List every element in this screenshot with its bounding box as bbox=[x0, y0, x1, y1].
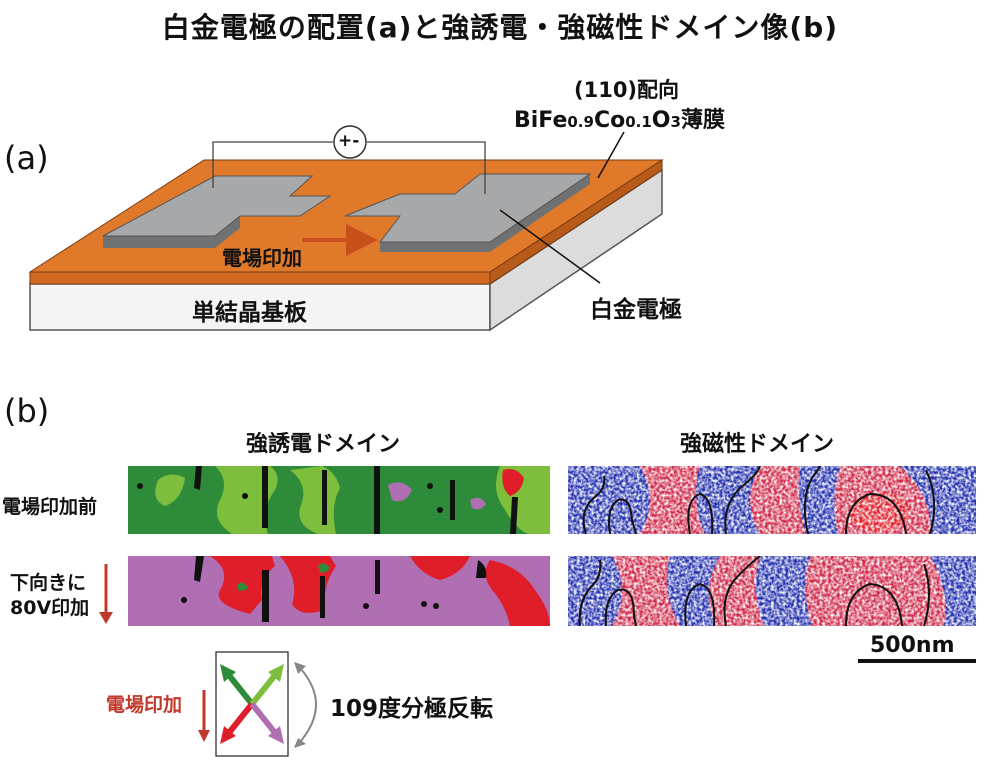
applied-field-arrow-icon bbox=[99, 564, 113, 624]
film-leader-line bbox=[597, 131, 625, 179]
film-formula-part: Co bbox=[593, 108, 626, 133]
panel-b-label: (b) bbox=[4, 392, 50, 430]
panel-a-label: (a) bbox=[4, 139, 49, 177]
substrate-label: 単結晶基板 bbox=[192, 300, 307, 326]
legend-field-label: 電場印加 bbox=[106, 694, 183, 716]
wire-left bbox=[212, 141, 333, 188]
electrode-label: 白金電極 bbox=[590, 297, 682, 323]
film-formula-part: 薄膜 bbox=[680, 108, 725, 133]
ferromagnetic-after-image bbox=[568, 556, 976, 626]
right-electrode-front bbox=[380, 242, 490, 252]
wire-right bbox=[367, 141, 486, 194]
ferromagnetic-before-image bbox=[568, 466, 976, 534]
electrode-leader-line bbox=[499, 209, 601, 284]
row-after-label-line2: 80V印加 bbox=[10, 597, 90, 619]
polarization-legend bbox=[198, 651, 317, 757]
left-electrode bbox=[102, 175, 332, 237]
voltage-source-icon bbox=[333, 125, 367, 159]
page-title: 白金電極の配置(a)と強誘電・強磁性ドメイン像(b) bbox=[161, 11, 839, 44]
field-label: 電場印加 bbox=[222, 246, 302, 270]
right-electrode bbox=[344, 173, 592, 243]
film-formula-subscript: 3 bbox=[670, 113, 681, 131]
row-after-label-line1: 下向きに bbox=[10, 572, 87, 594]
legend-switch-label: 109度分極反転 bbox=[330, 696, 494, 722]
scale-bar-label: 500nm bbox=[870, 633, 955, 658]
legend-field-arrow-icon bbox=[198, 690, 210, 742]
film-formula-subscript: 0.1 bbox=[625, 113, 652, 131]
film-side bbox=[489, 159, 663, 285]
film-formula-part: BiFe bbox=[514, 108, 568, 133]
legend-arrow-green-light-icon bbox=[249, 664, 284, 706]
ferroelectric-before-image bbox=[128, 466, 550, 534]
left-electrode-front2 bbox=[215, 216, 240, 248]
col-ferromagnetic: 強磁性ドメイン bbox=[680, 432, 835, 457]
film-label-line2: BiFe0.9Co0.1O3薄膜 bbox=[514, 102, 725, 134]
legend-arrow-red-icon bbox=[220, 702, 255, 744]
rotation-arrow-icon bbox=[294, 662, 317, 748]
row-before-label: 電場印加前 bbox=[2, 496, 98, 518]
col-ferroelectric: 強誘電ドメイン bbox=[246, 432, 401, 457]
ferroelectric-after-image bbox=[128, 556, 550, 626]
film-formula-part: O bbox=[651, 108, 671, 133]
left-electrode-front bbox=[103, 236, 215, 248]
legend-arrow-green-dark-icon bbox=[220, 664, 255, 706]
voltage-source-symbol: +- bbox=[338, 131, 360, 151]
film-label-line1: (110)配向 bbox=[574, 78, 680, 102]
right-electrode-side bbox=[490, 174, 590, 252]
film-formula-subscript: 0.9 bbox=[567, 113, 594, 131]
legend-arrow-violet-icon bbox=[249, 702, 284, 744]
